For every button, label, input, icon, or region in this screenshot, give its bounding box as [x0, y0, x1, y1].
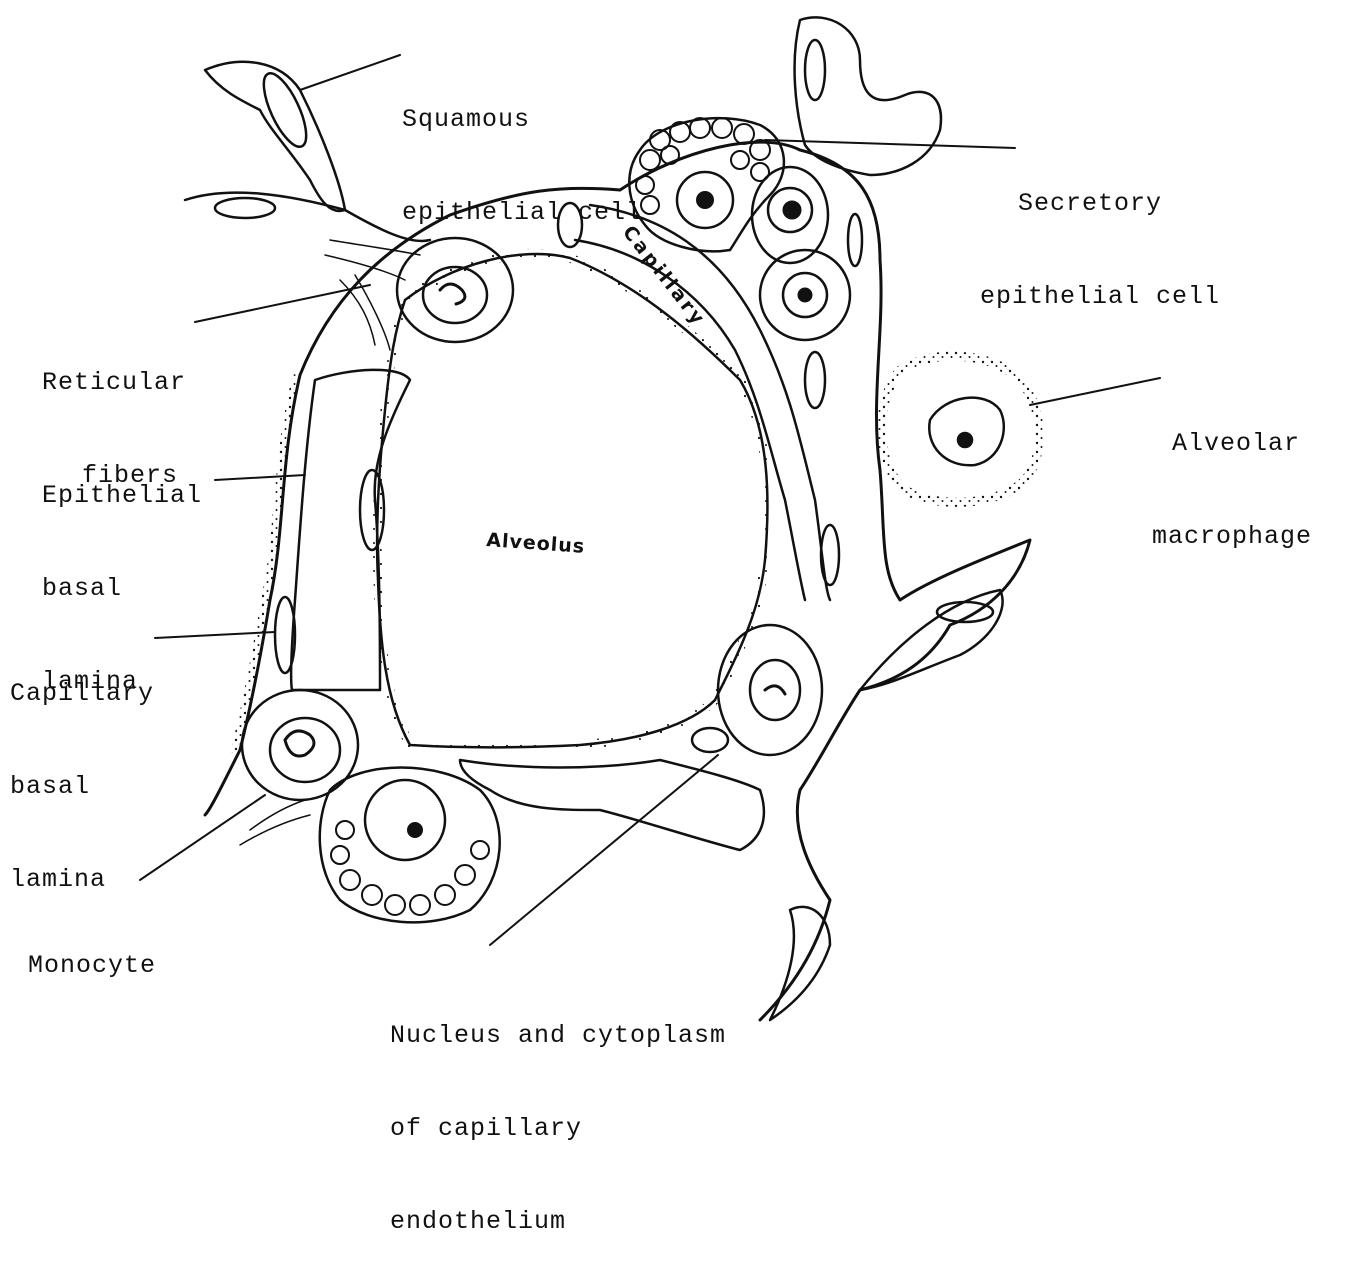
capillary-left-wall: [291, 370, 410, 690]
squamous-projection: [205, 62, 345, 211]
label-alveolar-macrophage: Alveolar macrophage: [1152, 366, 1312, 583]
alveolar-cell-lower-right: [718, 625, 822, 755]
capillary-bottom: [460, 760, 764, 850]
alveolus-label: Alveolus: [486, 529, 586, 558]
bottom-projection: [770, 907, 830, 1020]
lower-secretory-cell: [320, 768, 500, 923]
label-secretory-epithelial-cell: Secretory epithelial cell: [980, 126, 1220, 343]
label-monocyte: Monocyte: [28, 888, 156, 1012]
alveolar-macrophage: [882, 356, 1040, 502]
septum-outer-dots: [235, 378, 296, 750]
squamous-nucleus: [255, 68, 314, 152]
alveolus-diagram: Alveolus Capillary Squamous epithelial c…: [0, 0, 1352, 1053]
alveolus-inner-boundary: [377, 254, 767, 747]
label-nucleus-cytoplasm-endothelium: Nucleus and cytoplasm of capillary endot…: [390, 958, 726, 1268]
label-capillary-basal-lamina: Capillary basal lamina: [10, 616, 154, 926]
label-squamous-epithelial-cell: Squamous epithelial cell: [402, 42, 642, 259]
